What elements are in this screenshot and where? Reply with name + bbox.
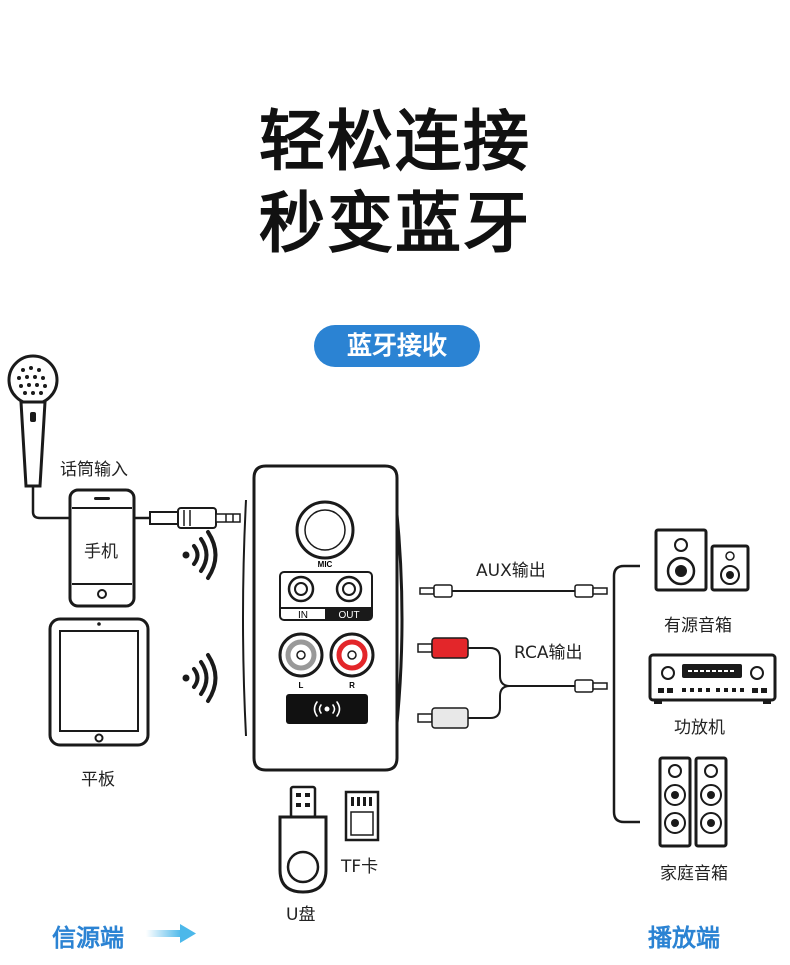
headline-line1: 轻松连接 [259, 103, 531, 180]
home-speaker-label: 家庭音箱 [660, 864, 728, 884]
tablet-icon [48, 617, 150, 747]
home-speaker-icon [658, 756, 728, 848]
tablet-label: 平板 [81, 770, 115, 790]
microphone-icon [7, 354, 59, 488]
powered-speaker-icon [654, 528, 750, 592]
usb-drive-icon [278, 785, 328, 894]
usb-label: U盘 [286, 905, 316, 925]
aux-cable [419, 584, 608, 598]
source-end-label: 信源端 [52, 924, 124, 952]
bluetooth-receive-badge: 蓝牙接收 [314, 325, 480, 367]
phone-label: 手机 [84, 542, 118, 562]
amplifier-icon [648, 653, 777, 704]
player-end-label: 播放端 [648, 924, 720, 952]
tf-card-icon [344, 790, 380, 842]
rca-cable [417, 637, 608, 729]
device-in-label: IN [298, 610, 308, 621]
powered-speaker-label: 有源音箱 [664, 616, 732, 636]
rca-output-label: RCA输出 [514, 643, 583, 663]
device-mic-label: MIC [318, 560, 333, 569]
device-right-label: R [349, 681, 355, 690]
wireless-signal-icon [182, 653, 218, 703]
tf-card-label: TF卡 [341, 857, 379, 877]
amplifier-label: 功放机 [674, 718, 725, 738]
phone-icon [68, 488, 136, 608]
arrow-right-icon [146, 924, 196, 943]
device-out-label: OUT [338, 610, 359, 621]
headline-line2: 秒变蓝牙 [259, 185, 531, 262]
wireless-signal-icon [182, 530, 218, 580]
bluetooth-receiver-device [242, 464, 404, 772]
mic-input-label: 话筒输入 [60, 460, 128, 480]
device-left-label: L [299, 681, 304, 690]
aux-output-label: AUX输出 [476, 561, 546, 581]
